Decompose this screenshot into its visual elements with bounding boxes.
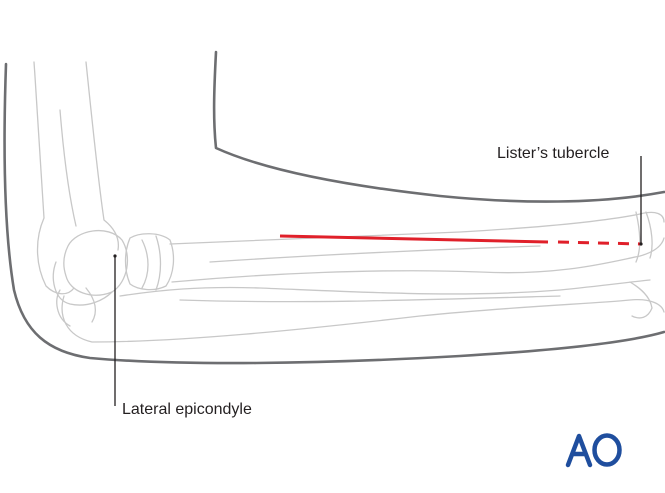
radius — [169, 211, 665, 283]
incision-line — [279, 234, 643, 246]
ulna-inner-line — [179, 295, 561, 303]
epicondyle-dot — [113, 254, 117, 258]
trochlea — [52, 261, 113, 306]
leader-lines — [114, 156, 642, 406]
radius-inner-line — [209, 245, 541, 263]
arm-front-contour — [212, 50, 665, 203]
lateral-epicondyle-label: Lateral epicondyle — [122, 401, 252, 418]
distal-ulna — [629, 281, 653, 319]
skin-outline — [3, 50, 665, 365]
radial-head — [124, 233, 175, 291]
incision-solid — [279, 234, 549, 244]
distal-radius — [635, 211, 653, 263]
humerus — [33, 61, 120, 295]
lister-dot — [639, 242, 643, 246]
ao-logo: AO — [565, 433, 622, 468]
bones — [33, 61, 665, 343]
humerus-inner-line — [59, 109, 77, 227]
radial-head-rim — [141, 235, 162, 291]
listers-tubercle-label: Lister’s tubercle — [497, 145, 610, 162]
arm-back-contour — [3, 62, 665, 365]
incision-dashed — [557, 240, 643, 246]
ulna — [61, 279, 665, 343]
olecranon — [56, 287, 97, 327]
